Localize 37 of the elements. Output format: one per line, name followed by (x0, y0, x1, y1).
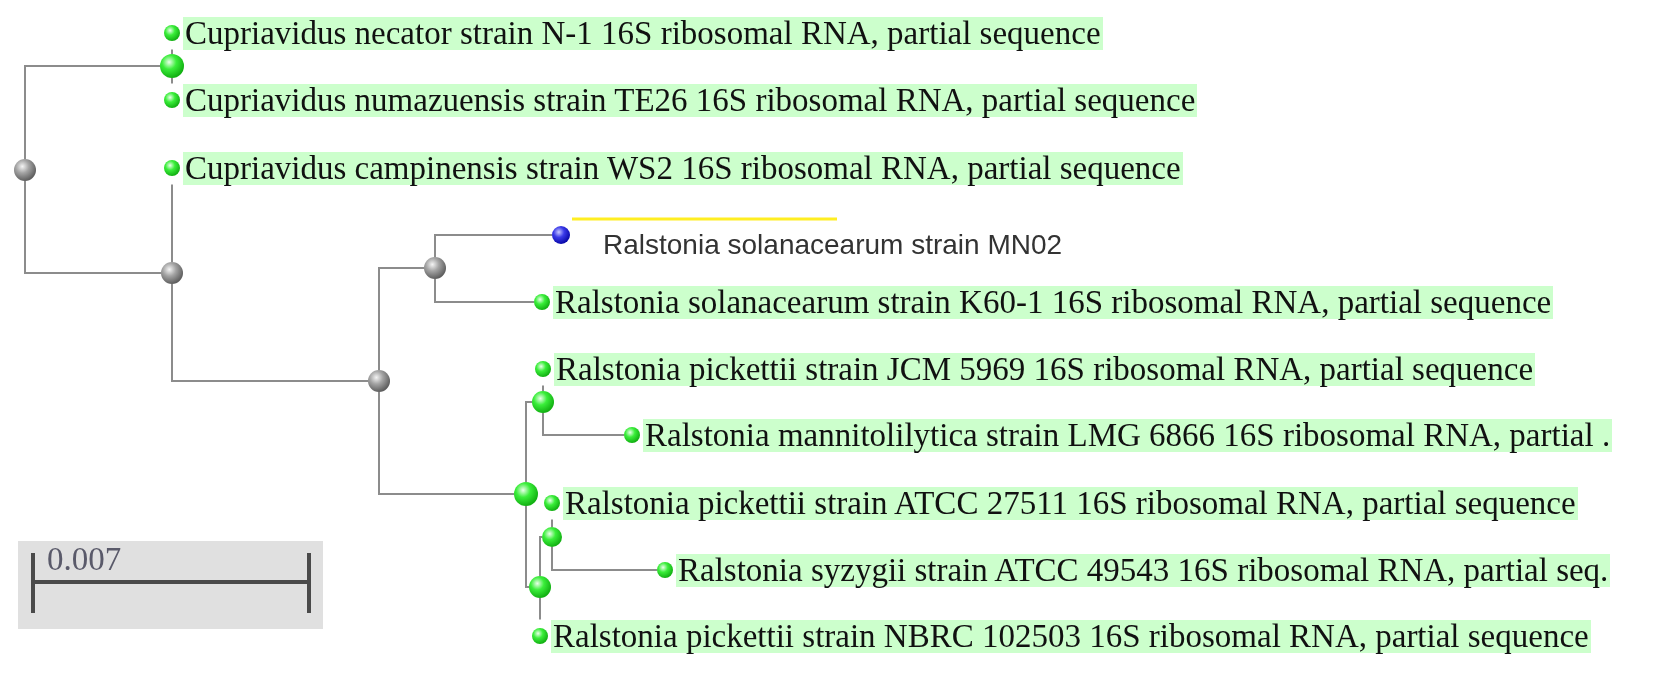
taxon-label: Cupriavidus numazuensis strain TE26 16S ribosomal RNA, partial sequence (183, 83, 1198, 117)
taxon-label: Cupriavidus necator strain N-1 16S ribosomal RNA, partial sequence (183, 16, 1103, 50)
branch-line (378, 267, 425, 371)
branch-line (171, 283, 369, 382)
branch-line (539, 536, 543, 577)
branch-line (539, 597, 541, 621)
taxon-label: Ralstonia mannitolilytica strain LMG 6866 16S ribosomal RNA, partial . (643, 418, 1613, 452)
branch-line (24, 65, 161, 160)
branch-line (171, 183, 173, 263)
taxon-label: Ralstonia solanacearum strain K60-1 16S ribosomal RNA, partial sequence (553, 285, 1554, 319)
taxon-label: Cupriavidus campinensis strain WS2 16S ribosomal RNA, partial sequence (183, 151, 1183, 185)
taxon-label: Ralstonia pickettii strain JCM 5969 16S ribosomal RNA, partial sequence (554, 352, 1536, 386)
branch-line (525, 505, 530, 588)
node-dot-icon (424, 257, 446, 279)
branch-line (24, 180, 162, 274)
node-dot-icon (514, 482, 538, 506)
branch-line (434, 234, 553, 258)
node-dot-icon (160, 54, 184, 78)
node-dot-icon (14, 159, 36, 181)
branch-line (551, 546, 658, 571)
branch-line (542, 384, 544, 392)
node-dot-icon (532, 391, 554, 413)
taxon-label: Ralstonia pickettii strain NBRC 102503 16S ribosomal RNA, partial sequence (551, 619, 1591, 653)
taxon-label: Ralstonia solanacearum strain MN02 (603, 229, 1063, 261)
branch-line (171, 77, 173, 85)
node-dot-icon (542, 527, 562, 547)
branch-line (525, 401, 533, 483)
node-dot-icon (368, 370, 390, 392)
branch-line (434, 278, 535, 303)
scale-bar-label: 0.007 (47, 543, 122, 576)
taxon-label: Ralstonia pickettii strain ATCC 27511 16S ribosomal RNA, partial sequence (563, 486, 1578, 520)
node-dot-icon (161, 262, 183, 284)
branch-line (542, 412, 625, 436)
taxon-label: Ralstonia syzygii strain ATCC 49543 16S ribosomal RNA, partial seq. (676, 553, 1611, 587)
branch-line (378, 391, 515, 495)
node-dot-icon (529, 576, 551, 598)
branch-line (551, 518, 553, 528)
